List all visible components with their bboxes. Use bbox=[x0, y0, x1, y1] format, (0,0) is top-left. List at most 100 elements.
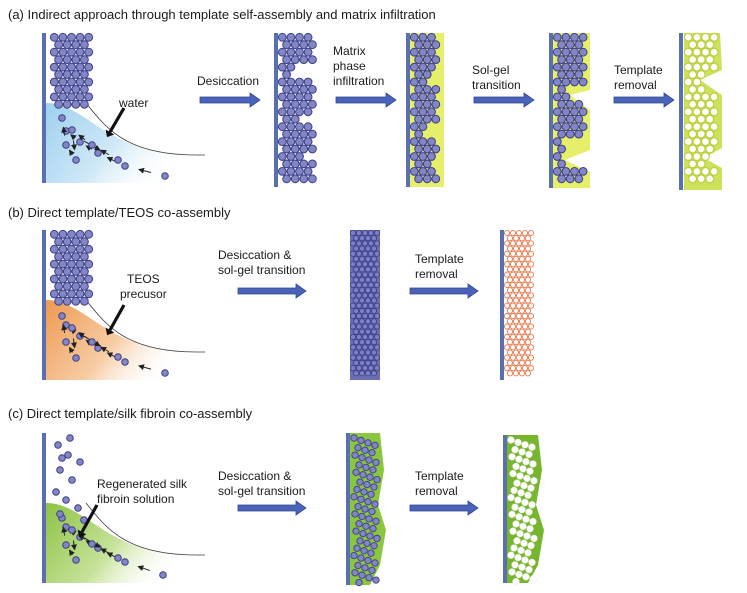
colloid-sphere bbox=[67, 77, 76, 87]
colloid-sphere bbox=[58, 312, 66, 320]
colloid-sphere bbox=[570, 122, 579, 132]
colloid-sphere bbox=[308, 174, 317, 184]
colloid-sphere bbox=[361, 292, 368, 299]
pore bbox=[515, 354, 523, 361]
pore bbox=[506, 328, 514, 335]
pore bbox=[700, 47, 710, 57]
pore bbox=[524, 297, 532, 304]
colloid-sphere bbox=[370, 328, 377, 335]
meniscus-teos bbox=[42, 229, 205, 380]
colloid-sphere bbox=[282, 99, 292, 109]
colloid-sphere bbox=[303, 47, 313, 57]
process-arrow bbox=[409, 283, 479, 299]
colloid-sphere bbox=[365, 515, 373, 523]
colloid-sphere bbox=[350, 434, 358, 442]
pore bbox=[516, 472, 524, 480]
colloid-sphere bbox=[361, 333, 368, 340]
colloid-sphere bbox=[351, 451, 359, 459]
colloid-sphere bbox=[358, 297, 365, 304]
colloid-sphere bbox=[561, 107, 571, 117]
pore bbox=[518, 318, 526, 325]
pore bbox=[528, 558, 536, 567]
colloid-sphere bbox=[431, 55, 441, 64]
colloid-sphere bbox=[66, 434, 74, 442]
pore bbox=[507, 493, 515, 502]
pore bbox=[705, 40, 715, 50]
colloid-sphere bbox=[367, 261, 374, 268]
colloid-sphere bbox=[409, 167, 419, 176]
colloid-sphere bbox=[358, 512, 366, 521]
substrate-wall bbox=[679, 33, 683, 190]
colloid-sphere bbox=[308, 40, 317, 50]
pore bbox=[683, 62, 693, 72]
colloid-sphere bbox=[414, 144, 424, 154]
colloid-sphere bbox=[295, 167, 304, 176]
pore bbox=[520, 481, 528, 490]
colloid-sphere bbox=[355, 461, 363, 469]
colloid-sphere bbox=[72, 556, 80, 564]
colloid-sphere bbox=[409, 32, 419, 42]
flow-arrow bbox=[100, 346, 110, 353]
colloid-sphere bbox=[414, 159, 424, 169]
process-arrow bbox=[473, 92, 535, 108]
step-label-template-removal: Template removal bbox=[415, 469, 464, 498]
colloid-sphere bbox=[552, 32, 562, 42]
colloid-sphere bbox=[367, 344, 374, 351]
pore bbox=[509, 344, 517, 351]
colloid-sphere bbox=[358, 255, 365, 262]
colloid-sphere bbox=[373, 333, 380, 340]
colloid-sphere bbox=[58, 229, 68, 239]
pore bbox=[521, 240, 529, 247]
pore bbox=[506, 297, 514, 304]
pore bbox=[512, 520, 520, 528]
colloid-sphere bbox=[574, 70, 584, 79]
pore bbox=[508, 568, 516, 576]
colloid-sphere bbox=[373, 323, 380, 330]
colloid-sphere bbox=[367, 302, 374, 309]
pore bbox=[530, 534, 538, 543]
flow-arrow bbox=[68, 549, 75, 557]
colloid-sphere bbox=[76, 458, 84, 466]
pore bbox=[509, 333, 517, 340]
colloid-sphere bbox=[58, 289, 68, 299]
pore bbox=[515, 513, 523, 521]
flow-arrow bbox=[70, 134, 77, 141]
colloid-sphere bbox=[94, 344, 102, 352]
colloid-sphere bbox=[352, 255, 359, 262]
colloid-sphere bbox=[350, 551, 358, 560]
pore bbox=[700, 62, 710, 72]
colloid-sphere bbox=[62, 85, 72, 94]
pore bbox=[526, 467, 534, 475]
colloid-sphere bbox=[290, 99, 300, 109]
pore bbox=[524, 318, 532, 325]
colloid-sphere bbox=[557, 144, 566, 154]
colloid-sphere bbox=[557, 99, 566, 109]
colloid-sphere bbox=[409, 137, 419, 147]
colloid-sphere bbox=[277, 137, 287, 147]
colloid-sphere bbox=[358, 339, 365, 346]
pore bbox=[696, 144, 706, 154]
colloid-sphere bbox=[561, 62, 571, 72]
pore bbox=[521, 271, 529, 278]
pore bbox=[709, 137, 719, 147]
colloid-sphere bbox=[74, 504, 82, 512]
colloid-sphere bbox=[355, 292, 362, 299]
colloid-sphere bbox=[54, 296, 63, 306]
colloid-sphere bbox=[54, 237, 63, 247]
colloid-sphere bbox=[62, 496, 70, 504]
colloid-sphere bbox=[372, 517, 380, 525]
colloid-sphere bbox=[370, 307, 377, 314]
colloid-sphere bbox=[75, 244, 85, 254]
colloid-sphere bbox=[349, 229, 356, 236]
colloid-sphere bbox=[352, 328, 359, 335]
colloid-sphere bbox=[565, 99, 575, 109]
process-arrows bbox=[237, 283, 479, 299]
colloid-sphere bbox=[84, 274, 94, 284]
colloid-sphere bbox=[290, 85, 300, 94]
colloid-sphere bbox=[358, 266, 365, 273]
stage-inverse-opal bbox=[503, 435, 544, 586]
colloid-sphere bbox=[80, 252, 89, 262]
colloid-sphere bbox=[361, 281, 368, 288]
pore bbox=[527, 271, 535, 278]
flow-arrow bbox=[70, 140, 77, 151]
